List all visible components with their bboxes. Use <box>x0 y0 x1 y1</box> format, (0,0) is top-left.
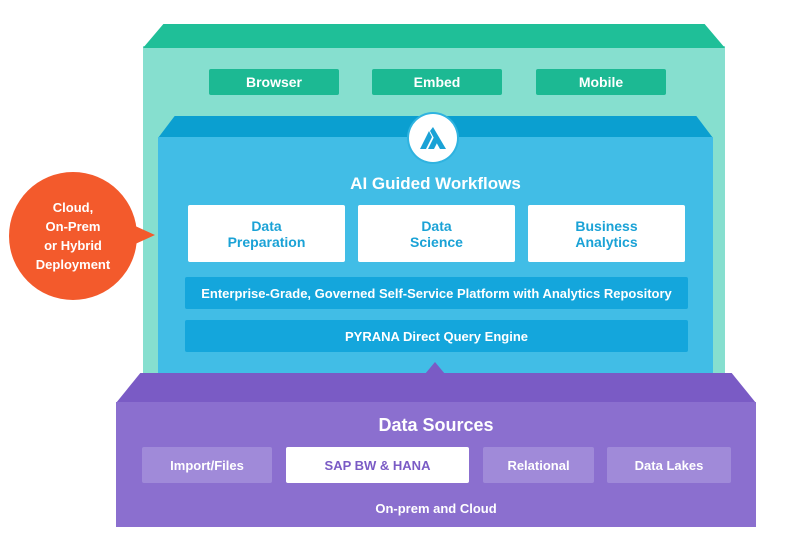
channel-embed: Embed <box>372 69 502 95</box>
query-engine-bar: PYRANA Direct Query Engine <box>185 320 688 352</box>
source-import-files: Import/Files <box>142 447 272 483</box>
deployment-bubble: Cloud, On-Prem or Hybrid Deployment <box>9 172 137 300</box>
source-data-lakes: Data Lakes <box>607 447 731 483</box>
data-sources-subtitle: On-prem and Cloud <box>375 500 497 516</box>
platform-title: AI Guided Workflows <box>350 174 521 193</box>
channel-layer-top <box>143 24 725 48</box>
source-sap-bw-hana: SAP BW & HANA <box>286 447 469 483</box>
pyramid-logo-icon <box>409 114 457 162</box>
data-sources-title: Data Sources <box>378 414 494 435</box>
source-relational: Relational <box>483 447 594 483</box>
channel-mobile: Mobile <box>536 69 666 95</box>
data-sources-layer-top <box>116 373 756 403</box>
repository-bar: Enterprise-Grade, Governed Self-Service … <box>185 277 688 309</box>
channel-browser: Browser <box>209 69 339 95</box>
